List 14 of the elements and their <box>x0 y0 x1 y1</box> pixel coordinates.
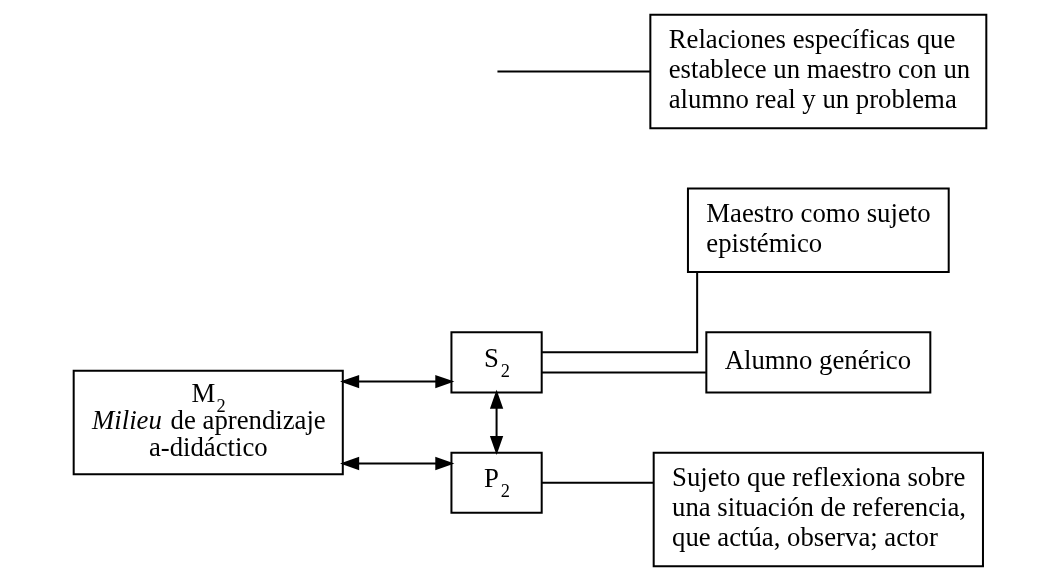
node-box: P$_{2}$ <box>449 451 543 514</box>
node-box: Maestro como sujeto epistémico <box>686 187 950 274</box>
arrow <box>339 456 454 471</box>
node-box: Sujeto que reflexiona sobre una situación de referencia, que actúa, observa; actor <box>652 451 984 568</box>
node-box: S$_{2}$ <box>449 331 543 394</box>
node-box: Alumno genérico <box>704 331 931 394</box>
node-box: Relaciones específicas que establece un maestro con un alumno real y un problema <box>648 13 987 130</box>
arrow <box>489 389 503 455</box>
node-box: M$_{2}$ Milieu de aprendizaje a-didáctico <box>72 369 344 476</box>
connector <box>541 371 706 374</box>
arrow <box>339 374 454 389</box>
connector <box>541 481 653 484</box>
connector <box>541 272 698 354</box>
connector <box>496 70 650 73</box>
